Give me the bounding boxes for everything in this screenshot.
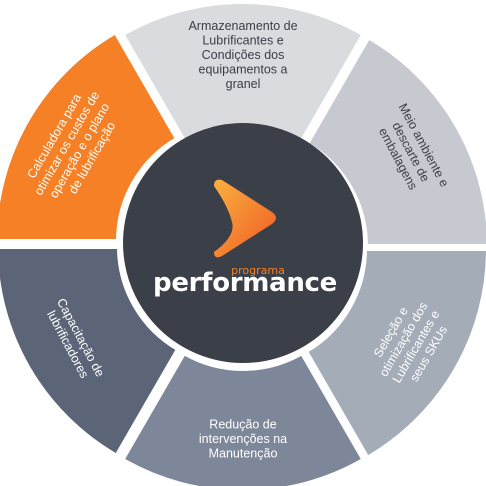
play-logo-icon — [214, 179, 276, 258]
segment-label-line: Armazenamento de — [188, 19, 297, 33]
segment-label-line: granel — [226, 77, 261, 91]
segment-label-line: intervenções na — [199, 432, 287, 446]
segment-label-line: Redução de — [209, 418, 276, 432]
center-hub — [123, 123, 363, 363]
logo-main-text: performance — [153, 268, 337, 298]
segment-calculadora — [0, 29, 180, 243]
segment-label-line: equipamentos a — [199, 63, 288, 77]
segment-label-line: Condições dos — [202, 48, 285, 62]
logo-small-text: programa — [231, 264, 285, 277]
segment-label-line: Lubrificantes e — [202, 34, 283, 48]
segment-label-line: Manutenção — [209, 447, 278, 461]
segment-selecao — [303, 247, 486, 461]
segment-capacitacao — [0, 245, 181, 459]
